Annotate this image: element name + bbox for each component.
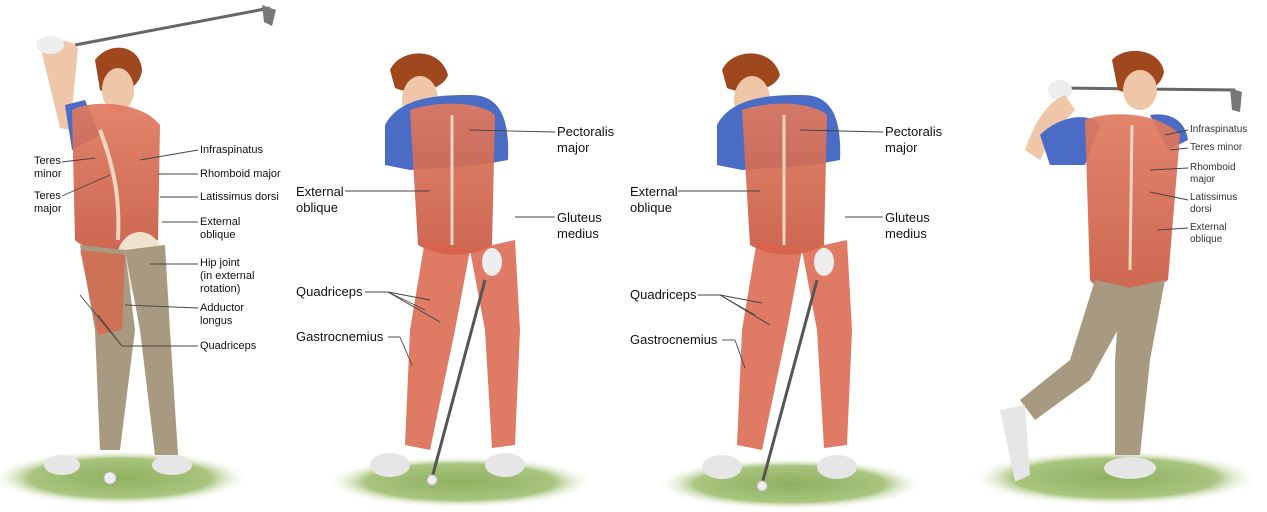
shoe-left bbox=[44, 455, 80, 475]
label-external-oblique: Externaloblique bbox=[630, 184, 678, 216]
shoe-right bbox=[817, 455, 857, 479]
grass-patch bbox=[0, 450, 250, 506]
label-external-oblique: Externaloblique bbox=[200, 216, 240, 242]
leg-left bbox=[405, 240, 470, 450]
shoe-right bbox=[152, 455, 192, 475]
figure-address-2 bbox=[655, 53, 925, 510]
golf-club bbox=[75, 8, 270, 45]
label-pectoralis-major: Pectoralismajor bbox=[557, 124, 614, 156]
figure-address-1 bbox=[325, 53, 595, 508]
club-head bbox=[262, 5, 276, 26]
grass-patch bbox=[325, 456, 595, 508]
leader-lines bbox=[62, 130, 1188, 368]
shoe-front bbox=[1104, 457, 1156, 479]
label-gluteus-medius: Gluteusmedius bbox=[557, 210, 602, 242]
leg-right bbox=[125, 245, 178, 455]
grass-patch bbox=[655, 458, 925, 510]
label-teres-major: Teresmajor bbox=[34, 190, 62, 216]
golf-glove bbox=[36, 36, 64, 54]
golf-glove bbox=[1048, 80, 1072, 100]
label-quadriceps: Quadriceps bbox=[296, 284, 362, 300]
label-gastrocnemius: Gastrocnemius bbox=[630, 332, 717, 348]
figure-backswing-front bbox=[0, 5, 276, 506]
label-rhomboid-major: Rhomboidmajor bbox=[1190, 162, 1236, 186]
figure-follow-through-back bbox=[970, 51, 1260, 506]
golf-glove bbox=[482, 248, 502, 276]
label-latissimus-dorsi: Latissimus dorsi bbox=[200, 191, 279, 204]
golf-ball bbox=[104, 472, 116, 484]
head bbox=[1123, 70, 1157, 110]
shoe-right bbox=[485, 453, 525, 477]
shoe-left bbox=[702, 455, 742, 479]
leg-front bbox=[1115, 280, 1165, 455]
leg-left bbox=[737, 240, 802, 450]
label-teres-minor: Teres minor bbox=[1190, 142, 1242, 154]
label-infraspinatus: Infraspinatus bbox=[1190, 124, 1247, 136]
label-external-oblique: Externaloblique bbox=[296, 184, 344, 216]
label-quadriceps: Quadriceps bbox=[200, 340, 256, 353]
label-external-oblique: Externaloblique bbox=[1190, 222, 1227, 246]
label-quadriceps: Quadriceps bbox=[630, 287, 696, 303]
label-rhomboid-major: Rhomboid major bbox=[200, 168, 281, 181]
golf-ball bbox=[427, 475, 437, 485]
golf-ball bbox=[757, 481, 767, 491]
label-adductor-longus: Adductorlongus bbox=[200, 302, 244, 328]
club-head bbox=[1230, 88, 1242, 112]
label-gluteus-medius: Gluteusmedius bbox=[885, 210, 930, 242]
label-pectoralis-major: Pectoralismajor bbox=[885, 124, 942, 156]
label-gastrocnemius: Gastrocnemius bbox=[296, 329, 383, 345]
label-infraspinatus: Infraspinatus bbox=[200, 144, 263, 157]
label-latissimus-dorsi: Latissimusdorsi bbox=[1190, 192, 1237, 216]
shoe-left bbox=[370, 453, 410, 477]
label-teres-minor: Teresminor bbox=[34, 155, 62, 181]
golf-glove bbox=[814, 248, 834, 276]
label-hip-joint: Hip joint(in externalrotation) bbox=[200, 257, 254, 296]
